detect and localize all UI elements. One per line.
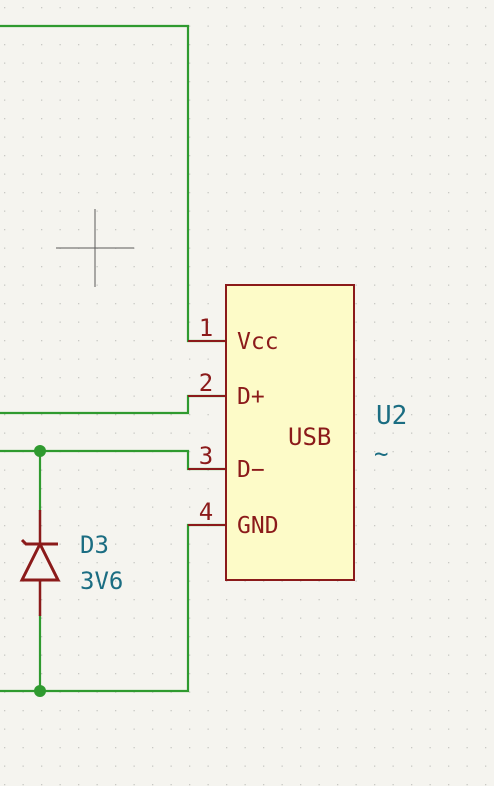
- crosshair-cursor-icon: [56, 209, 134, 287]
- junction-dot-bottom: [34, 685, 46, 697]
- pin-4-name: GND: [237, 513, 279, 539]
- diode-triangle: [19, 540, 61, 582]
- wire-dminus[interactable]: [0, 449, 228, 471]
- diode-ref[interactable]: D3: [80, 531, 109, 559]
- pin-3-number: 3: [199, 442, 213, 470]
- diode-value[interactable]: 3V6: [80, 567, 123, 595]
- junction-dot-top: [34, 445, 46, 457]
- diode-cathode-bar: [20, 538, 58, 546]
- usb-body[interactable]: [225, 284, 355, 581]
- wire-gnd[interactable]: [0, 523, 228, 693]
- wire-dplus[interactable]: [0, 394, 228, 415]
- usb-ref[interactable]: U2: [376, 401, 407, 431]
- pin-4-number: 4: [199, 498, 213, 526]
- usb-component[interactable]: 1 2 3 4 Vcc D+ D− GND USB: [188, 284, 355, 581]
- pin-2-name: D+: [237, 384, 265, 410]
- pin-1-name: Vcc: [237, 329, 279, 355]
- usb-name: USB: [288, 423, 331, 451]
- wire-vcc[interactable]: [0, 24, 228, 343]
- pin-2-number: 2: [199, 369, 213, 397]
- usb-value[interactable]: ~: [374, 440, 388, 468]
- pin-1-number: 1: [199, 314, 213, 342]
- usb-pin-lines: [188, 340, 226, 526]
- pin-3-name: D−: [237, 457, 265, 483]
- zener-diode[interactable]: [19, 510, 61, 616]
